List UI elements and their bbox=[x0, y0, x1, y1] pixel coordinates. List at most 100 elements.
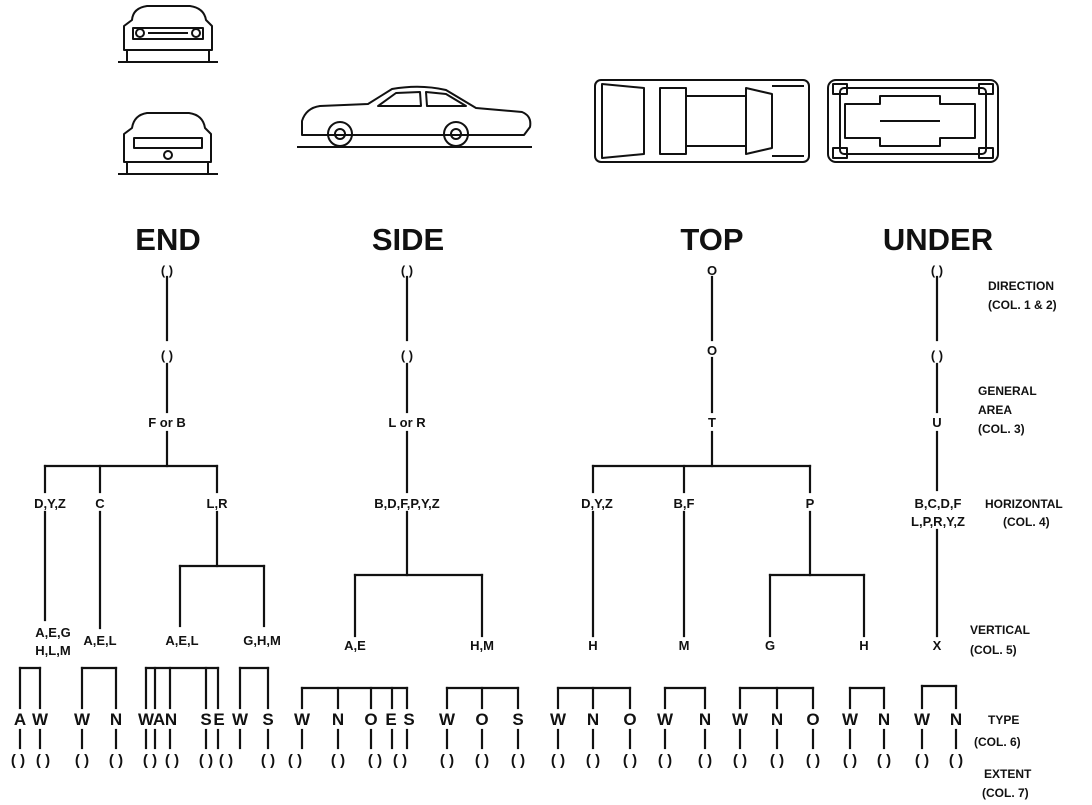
side-direction-node: ( ) bbox=[401, 263, 413, 278]
type-letter: W bbox=[550, 710, 567, 729]
heading-under: UNDER bbox=[883, 222, 993, 257]
type-letter: E bbox=[213, 710, 224, 729]
end-vertical-4: G,H,M bbox=[243, 633, 281, 648]
type-letter: W bbox=[732, 710, 749, 729]
level-direction-label: DIRECTION bbox=[988, 279, 1054, 293]
top-direction-node: O bbox=[707, 263, 717, 278]
type-letter: N bbox=[699, 710, 711, 729]
extent-mark: ( ) bbox=[143, 752, 157, 769]
type-letter: O bbox=[364, 710, 377, 729]
type-letter: O bbox=[806, 710, 819, 729]
extent-mark: ( ) bbox=[440, 752, 454, 769]
extent-mark: ( ) bbox=[199, 752, 213, 769]
extent-mark: ( ) bbox=[165, 752, 179, 769]
extent-mark: ( ) bbox=[219, 752, 233, 769]
level-type-label: TYPE bbox=[988, 713, 1019, 727]
under-area-node: U bbox=[932, 415, 941, 430]
extent-mark: ( ) bbox=[658, 752, 672, 769]
end-vertical-1-line-1: A,E,G bbox=[35, 625, 70, 640]
extent-mark: ( ) bbox=[11, 752, 25, 769]
level-general-area-label-2: AREA bbox=[978, 403, 1012, 417]
extent-mark: ( ) bbox=[288, 752, 302, 769]
type-letter: N bbox=[950, 710, 962, 729]
level-direction-cols: (COL. 1 & 2) bbox=[988, 298, 1057, 312]
top-horizontal-dyz: D,Y,Z bbox=[581, 496, 613, 511]
level-general-area-label: GENERAL bbox=[978, 384, 1037, 398]
extent-mark: ( ) bbox=[843, 752, 857, 769]
extent-mark: ( ) bbox=[261, 752, 275, 769]
top-area-node: T bbox=[708, 415, 716, 430]
type-letter: N bbox=[165, 710, 177, 729]
level-extent-label: EXTENT bbox=[984, 767, 1032, 781]
end-horizontal-lr: L,R bbox=[207, 496, 229, 511]
side-horizontal: B,D,F,P,Y,Z bbox=[374, 496, 440, 511]
end-vertical-2: A,E,L bbox=[83, 633, 116, 648]
end-subarea-node: ( ) bbox=[161, 348, 173, 363]
front-view-car-image bbox=[118, 5, 218, 63]
type-letter: S bbox=[403, 710, 414, 729]
end-vertical-1-line-2: H,L,M bbox=[35, 643, 70, 658]
extent-mark: ( ) bbox=[586, 752, 600, 769]
top-vertical-h-2: H bbox=[859, 638, 868, 653]
under-horizontal-line-1: B,C,D,F bbox=[915, 496, 962, 511]
top-horizontal-bf: B,F bbox=[674, 496, 695, 511]
underside-view-car-image bbox=[827, 79, 999, 163]
extent-mark: ( ) bbox=[109, 752, 123, 769]
end-horizontal-dyz: D,Y,Z bbox=[34, 496, 66, 511]
type-letter: W bbox=[842, 710, 859, 729]
heading-top: TOP bbox=[680, 222, 743, 257]
extent-mark: ( ) bbox=[475, 752, 489, 769]
extent-mark: ( ) bbox=[623, 752, 637, 769]
type-letter: W bbox=[138, 710, 155, 729]
type-letter: S bbox=[512, 710, 523, 729]
type-letter: O bbox=[475, 710, 488, 729]
side-subarea-node: ( ) bbox=[401, 348, 413, 363]
under-vertical-x: X bbox=[933, 638, 942, 653]
type-letter: W bbox=[232, 710, 249, 729]
type-letter: N bbox=[110, 710, 122, 729]
type-letter: W bbox=[657, 710, 674, 729]
extent-mark: ( ) bbox=[949, 752, 963, 769]
side-area-node: L or R bbox=[388, 415, 426, 430]
level-vertical-cols: (COL. 5) bbox=[970, 643, 1017, 657]
type-letter: N bbox=[771, 710, 783, 729]
side-vertical-1: A,E bbox=[344, 638, 366, 653]
top-vertical-g: G bbox=[765, 638, 775, 653]
type-letter: N bbox=[878, 710, 890, 729]
level-vertical-label: VERTICAL bbox=[970, 623, 1030, 637]
extent-mark: ( ) bbox=[75, 752, 89, 769]
tree-connectors bbox=[18, 275, 958, 750]
type-letter: A bbox=[14, 710, 26, 729]
under-subarea-node: ( ) bbox=[931, 348, 943, 363]
rear-view-car-image bbox=[118, 112, 218, 175]
type-letter: S bbox=[200, 710, 211, 729]
type-letter: O bbox=[623, 710, 636, 729]
level-extent-cols: (COL. 7) bbox=[982, 786, 1029, 800]
type-letter: N bbox=[587, 710, 599, 729]
extent-mark: ( ) bbox=[36, 752, 50, 769]
top-vertical-m: M bbox=[679, 638, 690, 653]
type-letter: E bbox=[385, 710, 396, 729]
level-general-area-cols: (COL. 3) bbox=[978, 422, 1025, 436]
type-letter: W bbox=[294, 710, 311, 729]
type-letter: A bbox=[153, 710, 165, 729]
type-letter: W bbox=[914, 710, 931, 729]
top-horizontal-p: P bbox=[806, 496, 815, 511]
side-view-car-image bbox=[297, 85, 532, 148]
extent-mark: ( ) bbox=[393, 752, 407, 769]
extent-mark: ( ) bbox=[733, 752, 747, 769]
under-horizontal-line-2: L,P,R,Y,Z bbox=[911, 514, 965, 529]
extent-mark: ( ) bbox=[915, 752, 929, 769]
level-horizontal-label: HORIZONTAL bbox=[985, 497, 1063, 511]
end-area-node: F or B bbox=[148, 415, 186, 430]
end-horizontal-c: C bbox=[95, 496, 105, 511]
end-vertical-3: A,E,L bbox=[165, 633, 198, 648]
extent-mark: ( ) bbox=[806, 752, 820, 769]
type-letter: W bbox=[74, 710, 91, 729]
top-subarea-node: O bbox=[707, 343, 717, 358]
extent-mark: ( ) bbox=[877, 752, 891, 769]
type-letter: W bbox=[439, 710, 456, 729]
level-type-cols: (COL. 6) bbox=[974, 735, 1021, 749]
extent-mark: ( ) bbox=[770, 752, 784, 769]
